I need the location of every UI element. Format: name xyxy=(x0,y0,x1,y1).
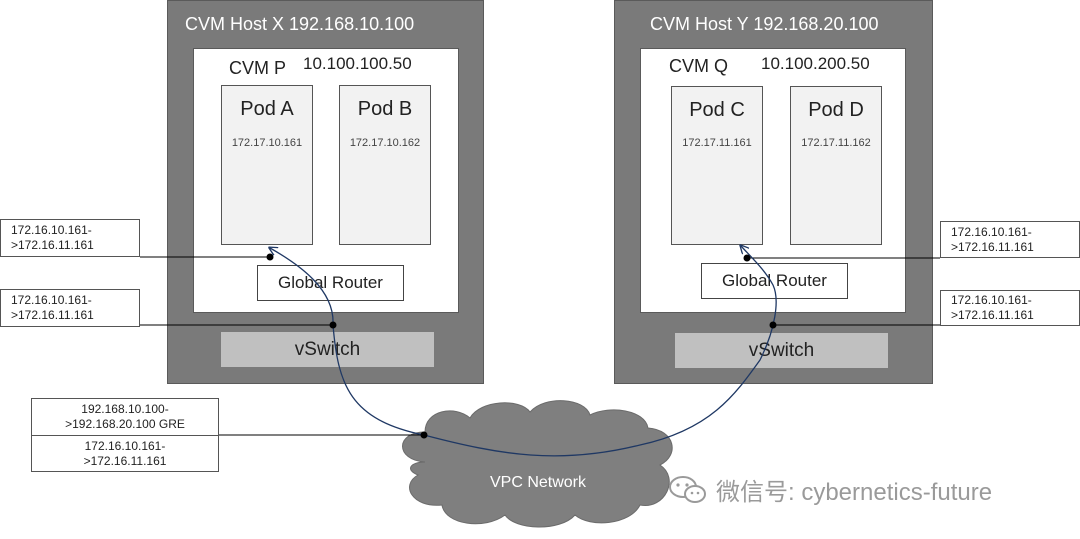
host-x-title: CVM Host X 192.168.10.100 xyxy=(185,14,415,34)
pod-c-name: Pod C xyxy=(689,99,745,121)
packet-right-host-text: 172.16.10.161- >172.16.11.161 xyxy=(951,293,1034,322)
pod-a-ip: 172.17.10.161 xyxy=(231,137,303,149)
packet-right-pod-text: 172.16.10.161- >172.16.11.161 xyxy=(951,224,1034,254)
packet-label-vpc-inner: 172.16.10.161- >172.16.11.161 xyxy=(31,435,219,472)
global-router-y: Global Router xyxy=(701,263,848,299)
host-y-title: CVM Host Y 192.168.20.100 xyxy=(650,14,879,34)
cvm-q-ip: 10.100.200.50 xyxy=(761,54,870,73)
cvm-q-label: CVM Q xyxy=(669,56,729,76)
packet-label-left-pod: 172.16.10.161- >172.16.11.161 xyxy=(0,219,140,257)
junction-dot-left-pod xyxy=(266,253,274,261)
pod-c: Pod C 172.17.11.161 xyxy=(671,86,763,245)
packet-label-left-host: 172.16.10.161- >172.16.11.161 xyxy=(0,289,140,327)
junction-dot-left-host xyxy=(329,321,337,329)
cvm-p-label: CVM P xyxy=(229,58,287,78)
global-router-x: Global Router xyxy=(257,265,404,301)
watermark: 微信号: cybernetics-future xyxy=(668,472,992,507)
vpc-cloud xyxy=(402,400,673,528)
pod-a-name: Pod A xyxy=(240,98,294,120)
watermark-text: 微信号: cybernetics-future xyxy=(716,479,993,506)
vpc-network-label: VPC Network xyxy=(490,474,587,491)
packet-left-host-text: 172.16.10.161- >172.16.11.161 xyxy=(11,293,94,322)
pod-b-ip: 172.17.10.162 xyxy=(349,137,421,149)
packet-label-vpc-outer: 192.168.10.100- >192.168.20.100 GRE xyxy=(31,398,219,436)
pod-a: Pod A 172.17.10.161 xyxy=(221,85,313,245)
pod-c-ip: 172.17.11.161 xyxy=(682,137,752,149)
packet-left-pod-text: 172.16.10.161- >172.16.11.161 xyxy=(11,223,94,252)
packet-vpc-inner-text: 172.16.10.161- >172.16.11.161 xyxy=(83,438,167,468)
pod-d-ip: 172.17.11.162 xyxy=(801,137,871,149)
junction-dot-right-host xyxy=(769,321,777,329)
wechat-icon xyxy=(669,475,706,503)
cvm-p-ip: 10.100.100.50 xyxy=(303,54,412,73)
packet-label-right-pod: 172.16.10.161- >172.16.11.161 xyxy=(940,221,1080,258)
packet-vpc-outer-text: 192.168.10.100- >192.168.20.100 GRE xyxy=(65,402,185,431)
junction-dot-vpc xyxy=(420,431,428,439)
pod-b: Pod B 172.17.10.162 xyxy=(339,85,431,245)
pod-d: Pod D 172.17.11.162 xyxy=(790,86,882,245)
junction-dot-right-pod xyxy=(743,254,751,262)
vswitch-y: vSwitch xyxy=(675,333,888,368)
pod-b-name: Pod B xyxy=(357,98,413,120)
packet-label-right-host: 172.16.10.161- >172.16.11.161 xyxy=(940,290,1080,326)
vswitch-x: vSwitch xyxy=(221,332,434,367)
pod-d-name: Pod D xyxy=(808,99,864,121)
